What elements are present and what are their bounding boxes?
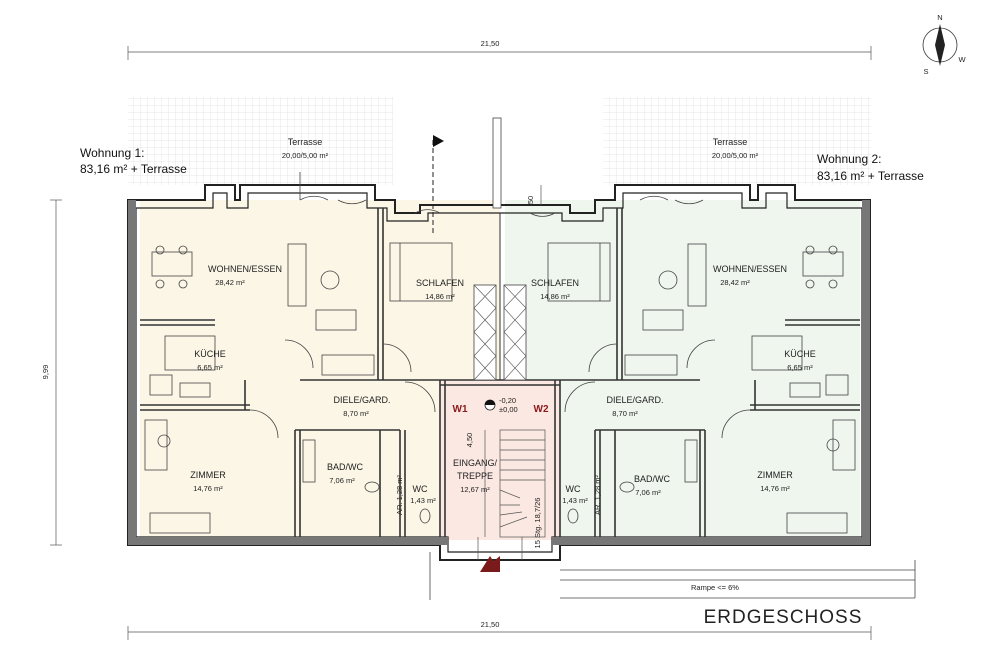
eingang-name-2: TREPPE <box>457 471 493 481</box>
level-marker-icon <box>484 399 496 411</box>
ramp-label: Rampe <= 6% <box>691 583 739 592</box>
bottom-dimension: 21,50 <box>481 620 500 629</box>
wall-mass <box>128 200 870 545</box>
w2-bad-area: 7,06 m² <box>635 488 661 497</box>
eingang-area: 12,67 m² <box>460 485 490 494</box>
w2-wohnen-name: WOHNEN/ESSEN <box>713 264 787 274</box>
w2-wohnen-area: 28,42 m² <box>720 278 750 287</box>
w1-bad-name: BAD/WC <box>327 462 364 472</box>
w2-bad-name: BAD/WC <box>634 474 671 484</box>
staircase <box>477 429 546 560</box>
w1-zimmer-name: ZIMMER <box>190 470 226 480</box>
w2-terrasse-name: Terrasse <box>713 137 748 147</box>
w2-area: 83,16 m² + Terrasse <box>817 169 924 183</box>
w2-terrasse-area: 20,00/5,00 m² <box>712 151 759 160</box>
terrace-right <box>603 97 871 185</box>
w1-bad-area: 7,06 m² <box>329 476 355 485</box>
w1-wohnen-name: WOHNEN/ESSEN <box>208 264 282 274</box>
interior-walls <box>140 208 860 537</box>
furniture-w1 <box>144 242 453 534</box>
w1-wc-name: WC <box>413 484 428 494</box>
w1-terrasse-area: 20,00/5,00 m² <box>282 151 329 160</box>
w1-kueche-name: KÜCHE <box>194 349 226 359</box>
w1-kueche-area: 6,65 m² <box>197 363 223 372</box>
dimension-lines <box>50 46 872 640</box>
w2-ar-label: AR. 1,28 m² <box>593 474 602 515</box>
w1-diele-area: 8,70 m² <box>343 409 369 418</box>
w2-wc-name: WC <box>566 484 581 494</box>
entrance-triangle-icon-2 <box>480 556 500 572</box>
w2-zimmer-area: 14,76 m² <box>760 484 790 493</box>
shaft-blocks <box>473 117 527 381</box>
w1-wc-area: 1,43 m² <box>410 496 436 505</box>
left-dimension: 9,99 <box>41 365 50 380</box>
w1-terrasse-name: Terrasse <box>288 137 323 147</box>
w1-heading: Wohnung 1: <box>80 146 145 160</box>
plan-title: ERDGESCHOSS <box>704 607 863 628</box>
stair-spec: 15 Stg. 18,7/26 <box>533 498 542 549</box>
w1-schlafen-area: 14,86 m² <box>425 292 455 301</box>
furniture-w2 <box>547 242 856 534</box>
w1-ar-label: AR. 1,28 m² <box>395 474 404 515</box>
w1-wohnen-area: 28,42 m² <box>215 278 245 287</box>
doors <box>249 172 751 439</box>
w2-schlafen-name: SCHLAFEN <box>531 278 579 288</box>
w2-heading: Wohnung 2: <box>817 152 882 166</box>
level-top: -0,20 <box>499 396 516 405</box>
compass-s: S <box>923 67 928 76</box>
w2-wc-area: 1,43 m² <box>562 496 588 505</box>
compass-n: N <box>937 13 942 22</box>
compass-w: W <box>958 55 966 64</box>
eingang-name: EINGANG/ <box>453 458 498 468</box>
w2-schlafen-area: 14,86 m² <box>540 292 570 301</box>
w1-tag: W1 <box>453 404 468 415</box>
w2-tag: W2 <box>534 404 549 415</box>
w1-zimmer-area: 14,76 m² <box>193 484 223 493</box>
w1-schlafen-name: SCHLAFEN <box>416 278 464 288</box>
w1-diele-name: DIELE/GARD. <box>333 395 390 405</box>
level-bottom: ±0,00 <box>499 405 518 414</box>
north-arrow-icon <box>922 24 958 66</box>
chimney-dimension: 50 <box>526 196 535 204</box>
terrace-left <box>128 97 393 185</box>
ramp <box>429 552 916 600</box>
stair-depth-dimension: 4,50 <box>465 433 474 448</box>
top-dimension: 21,50 <box>481 39 500 48</box>
w2-diele-area: 8,70 m² <box>612 409 638 418</box>
w2-zimmer-name: ZIMMER <box>757 470 793 480</box>
w2-kueche-area: 6,65 m² <box>787 363 813 372</box>
section-marker-icon <box>432 135 444 235</box>
w2-kueche-name: KÜCHE <box>784 349 816 359</box>
w2-diele-name: DIELE/GARD. <box>606 395 663 405</box>
w1-area: 83,16 m² + Terrasse <box>80 162 187 176</box>
